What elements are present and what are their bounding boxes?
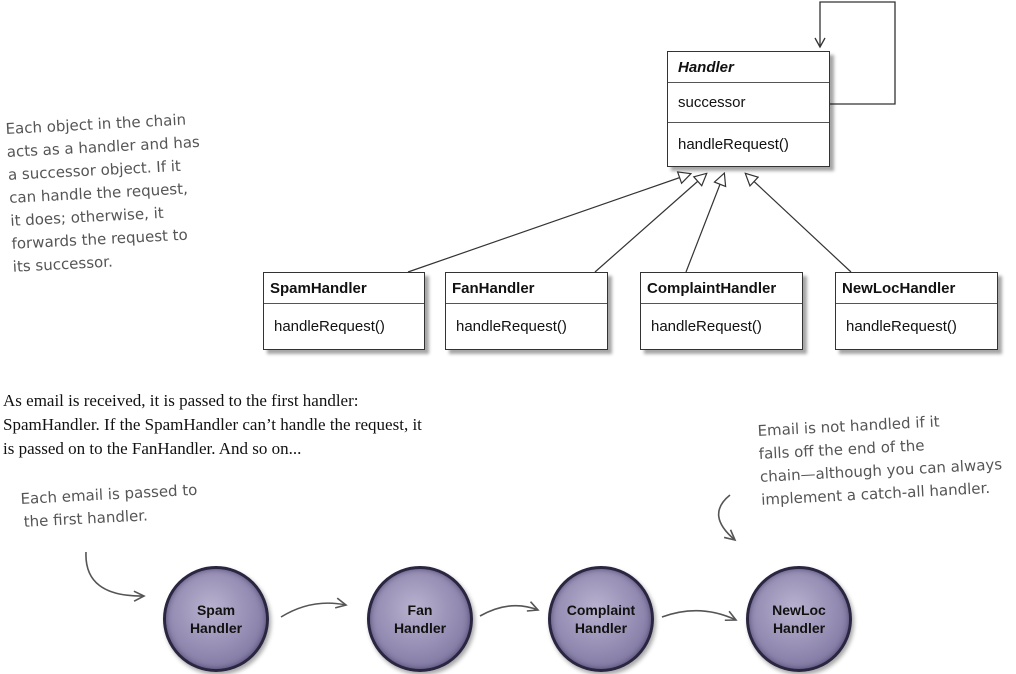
end-of-chain-note: Email is not handled if it falls off the… <box>757 407 1004 512</box>
handler-class-name: Handler <box>678 58 734 76</box>
explanation-line: As email is received, it is passed to th… <box>3 391 359 410</box>
end-of-chain-pointer-arrow <box>717 494 737 542</box>
node-label-line: Fan <box>407 602 433 618</box>
inheritance-fan <box>594 174 706 273</box>
newlochandler-class-name: NewLocHandler <box>842 279 956 297</box>
fanhandler-class-box: FanHandler handleRequest() <box>445 272 608 350</box>
first-handler-note: Each email is passed to the first handle… <box>20 479 199 534</box>
node-label-line: Handler <box>393 620 447 636</box>
inheritance-complaint <box>685 174 724 273</box>
complainthandler-method: handleRequest() <box>651 318 762 335</box>
node-label-line: Handler <box>574 620 628 636</box>
fan-to-complaint-arrow <box>479 601 540 617</box>
newlochandler-class-box: NewLocHandler handleRequest() <box>835 272 998 350</box>
complainthandler-class-name: ComplaintHandler <box>647 279 777 297</box>
node-label-line: Handler <box>772 620 826 636</box>
spamhandler-class-name: SpamHandler <box>270 279 367 297</box>
inheritance-spam <box>407 174 690 273</box>
complainthandler-class-box: ComplaintHandler handleRequest() <box>640 272 803 350</box>
inheritance-newloc <box>746 174 852 273</box>
explanation-paragraph: As email is received, it is passed to th… <box>3 389 422 461</box>
handler-class-box: Handler successor handleRequest() <box>667 51 830 167</box>
explanation-line: is passed on to the FanHandler. And so o… <box>3 439 302 458</box>
fanhandler-class-name: FanHandler <box>452 279 535 297</box>
fanhandler-method: handleRequest() <box>456 318 567 335</box>
successor-attribute: successor <box>678 94 746 111</box>
newlochandler-method: handleRequest() <box>846 318 957 335</box>
explanation-line: SpamHandler. If the SpamHandler can’t ha… <box>3 415 422 434</box>
complaint-to-newloc-arrow <box>661 609 738 622</box>
successor-self-association <box>814 1 896 105</box>
node-label-line: Complaint <box>566 602 636 618</box>
chain-handler-note: Each object in the chain acts as a handl… <box>5 108 206 279</box>
node-label-line: Spam <box>196 602 236 618</box>
spamhandler-method: handleRequest() <box>274 318 385 335</box>
first-handler-pointer-arrow <box>85 551 146 602</box>
handler-method: handleRequest() <box>678 135 789 153</box>
node-label-line: NewLoc <box>772 602 826 618</box>
spam-to-fan-arrow <box>280 597 348 618</box>
node-label-line: Handler <box>189 620 243 636</box>
spamhandler-class-box: SpamHandler handleRequest() <box>263 272 425 350</box>
